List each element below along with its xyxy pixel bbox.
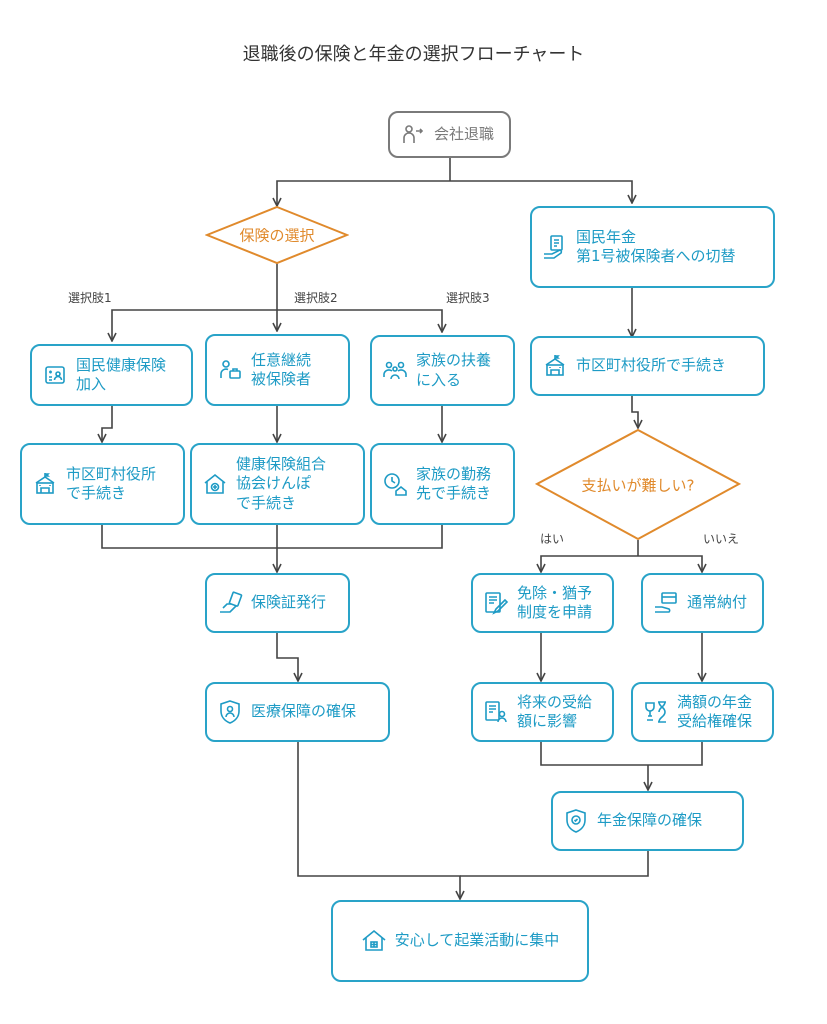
final-label: 安心して起業活動に集中 — [394, 931, 560, 950]
hospital-icon — [202, 471, 228, 497]
line-to-insurance-decision — [277, 180, 450, 205]
person-briefcase-icon — [217, 357, 243, 383]
page-title: 退職後の保険と年金の選択フローチャート — [242, 44, 585, 65]
payment-decision: 支払いが難しい? — [534, 428, 742, 541]
line-merge-pension — [540, 742, 703, 766]
city-hall-icon — [542, 353, 568, 379]
checklist-person-icon — [483, 699, 509, 725]
line-no — [638, 555, 702, 571]
future-impact-node: 将来の受給 額に影響 — [471, 682, 614, 742]
normal-payment-node: 通常納付 — [641, 573, 764, 633]
city-hall-icon — [32, 471, 58, 497]
no-label: いいえ — [703, 532, 740, 546]
medical-secure-node: 医療保障の確保 — [205, 682, 390, 742]
form-pen-icon — [483, 590, 509, 616]
pension-switch-label: 国民年金 第1号被保険者への切替 — [576, 227, 736, 266]
health-union-node: 健康保険組合 協会けんぽ で手続き — [190, 443, 365, 525]
exemption-label: 免除・猶予 制度を申請 — [517, 583, 593, 622]
card-issue-node: 保険証発行 — [205, 573, 350, 633]
id-card-icon — [42, 362, 68, 388]
city-office-label-2: 市区町村役所で手続き — [576, 356, 727, 375]
city-office-label-1: 市区町村役所 で手続き — [66, 464, 157, 503]
line-merge-procedures — [101, 525, 443, 549]
family-employer-node: 家族の勤務 先で手続き — [370, 443, 515, 525]
future-impact-label: 将来の受給 額に影響 — [517, 692, 593, 731]
home-icon — [361, 928, 387, 954]
trophy-hourglass-icon — [643, 699, 669, 725]
city-office-node-2: 市区町村役所で手続き — [530, 336, 765, 396]
card-hand-icon — [217, 590, 243, 616]
line-to-pension-switch — [450, 180, 632, 202]
card-issue-label: 保険証発行 — [251, 593, 327, 612]
line-pension-to-final — [460, 851, 649, 877]
family-employer-label: 家族の勤務 先で手続き — [416, 464, 492, 503]
final-node: 安心して起業活動に集中 — [331, 900, 589, 982]
family-icon — [382, 358, 408, 384]
line-card-to-medical — [276, 633, 298, 680]
line-option3 — [277, 309, 442, 331]
insurance-decision-label: 保険の選択 — [239, 226, 315, 245]
family-dependent-node: 家族の扶養 に入る — [370, 335, 515, 406]
continued-insured-node: 任意継続 被保険者 — [205, 334, 350, 406]
line-yes — [541, 555, 638, 571]
family-dependent-label: 家族の扶養 に入る — [416, 351, 492, 389]
shield-person-icon — [217, 699, 243, 725]
person-transition-icon — [400, 122, 426, 148]
pension-secure-node: 年金保障の確保 — [551, 791, 744, 851]
line-office-to-payment — [631, 396, 638, 427]
pension-switch-node: 国民年金 第1号被保険者への切替 — [530, 206, 775, 288]
health-union-label: 健康保険組合 協会けんぽ で手続き — [236, 454, 327, 512]
payment-decision-label: 支払いが難しい? — [581, 476, 695, 494]
option3-label: 選択肢3 — [446, 291, 490, 305]
medical-secure-label: 医療保障の確保 — [251, 702, 357, 721]
option2-label: 選択肢2 — [294, 291, 338, 305]
line-medical-to-final — [297, 742, 460, 898]
hand-document-icon — [542, 234, 568, 260]
exemption-node: 免除・猶予 制度を申請 — [471, 573, 614, 633]
national-health-node: 国民健康保険 加入 — [30, 344, 193, 406]
shield-badge-icon — [563, 808, 589, 834]
start-label: 会社退職 — [434, 124, 495, 143]
payment-hand-icon — [653, 590, 679, 616]
insurance-decision: 保険の選択 — [204, 205, 350, 265]
line-nh-to-office — [102, 406, 113, 441]
normal-payment-label: 通常納付 — [687, 593, 748, 612]
clock-house-icon — [382, 471, 408, 497]
option1-label: 選択肢1 — [68, 291, 112, 305]
full-pension-node: 満額の年金 受給権確保 — [631, 682, 774, 742]
continued-insured-label: 任意継続 被保険者 — [251, 350, 312, 389]
national-health-label: 国民健康保険 加入 — [76, 355, 167, 394]
city-office-node-1: 市区町村役所 で手続き — [20, 443, 185, 525]
start-node: 会社退職 — [388, 111, 511, 158]
pension-secure-label: 年金保障の確保 — [597, 811, 703, 830]
yes-label: はい — [540, 532, 565, 546]
line-option1 — [112, 309, 277, 340]
full-pension-label: 満額の年金 受給権確保 — [677, 692, 753, 731]
